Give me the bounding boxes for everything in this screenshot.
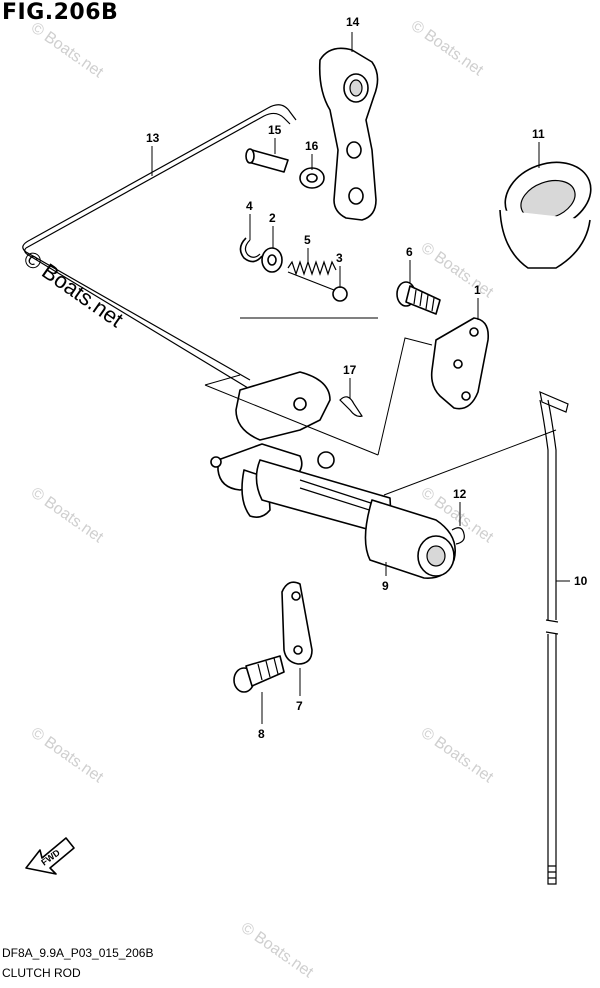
figure-title: FIG.206B (2, 0, 119, 25)
fwd-arrow-icon: FWD (25, 837, 75, 875)
callout-1: 1 (474, 283, 481, 297)
part-1-plate (430, 317, 490, 410)
callout-14: 14 (346, 15, 360, 29)
callout-8: 8 (258, 727, 265, 741)
leader-lines (151, 32, 570, 724)
callout-4: 4 (246, 199, 253, 213)
callout-11: 11 (532, 127, 545, 141)
watermark: © Boats.net (408, 17, 487, 79)
part-2-washer (261, 247, 283, 273)
callout-16: 16 (305, 139, 319, 153)
callout-5: 5 (304, 233, 311, 247)
part-16-washer (299, 167, 325, 189)
callout-2: 2 (269, 211, 276, 225)
part-9-shaft-assembly (210, 371, 456, 579)
part-8-bolt (233, 655, 285, 693)
part-14-arm (318, 47, 379, 221)
callout-13: 13 (146, 131, 160, 145)
part-15-pin (245, 148, 289, 173)
watermark: © Boats.net (418, 239, 497, 301)
watermark: © Boats.net (418, 724, 497, 786)
callout-labels: 14 11 15 16 13 4 2 5 3 6 1 17 12 9 10 7 … (146, 15, 588, 741)
callout-9: 9 (382, 579, 389, 593)
part-3-ball (332, 286, 348, 302)
watermark: © Boats.net (28, 724, 107, 786)
part-13-rod (22, 104, 297, 389)
diagram-caption: CLUTCH ROD (2, 966, 81, 980)
part-12-clip (451, 527, 465, 545)
part-11-grommet (499, 161, 592, 269)
callout-17: 17 (343, 363, 357, 377)
callout-6: 6 (406, 245, 413, 259)
watermark: © Boats.net (238, 919, 317, 981)
part-4-snap-ring (239, 237, 263, 263)
callout-7: 7 (296, 699, 303, 713)
watermark: © Boats.net (28, 19, 107, 81)
diagram-code: DF8A_9.9A_P03_015_206B (2, 946, 154, 960)
part-17-cotter-pin (339, 396, 363, 417)
callout-15: 15 (268, 123, 282, 137)
part-10-clutch-rod (539, 390, 569, 885)
callout-12: 12 (453, 487, 467, 501)
watermark: © Boats.net (28, 484, 107, 546)
part-6-bolt (396, 281, 441, 315)
callout-3: 3 (336, 251, 343, 265)
part-7-link-plate (281, 581, 313, 665)
callout-10: 10 (574, 574, 588, 588)
part-5-spring (287, 260, 337, 291)
